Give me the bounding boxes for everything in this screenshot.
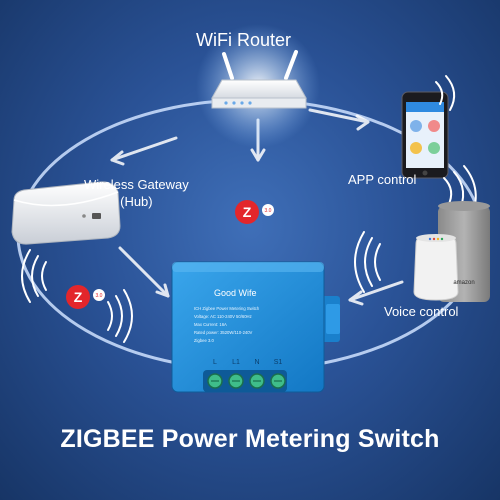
module-brand: Good Wife (214, 288, 257, 298)
terminal-label: L (213, 359, 217, 366)
zigbee-badge-icon: Z 3.0 (66, 285, 105, 309)
terminal-label: L1 (232, 359, 240, 366)
voice-control-label: Voice control (384, 304, 459, 319)
gateway-label-line1: Wireless Gateway (84, 177, 189, 192)
module-spec-line: Voltage: AC 110-240V 50/60Hz (194, 314, 252, 319)
direction-arrows (110, 108, 404, 306)
module-spec-line: Rated power: 3520W/110-240V (194, 330, 253, 335)
zigbee-badge-letter: Z (74, 289, 83, 305)
zigbee-badge-version: 3.0 (96, 293, 103, 299)
smartphone-icon (401, 91, 449, 179)
terminal-label: N (254, 359, 259, 366)
zigbee-badge-icon: Z 3.0 (235, 200, 274, 224)
wireless-gateway-icon (11, 181, 121, 245)
terminal-label: S1 (274, 359, 283, 366)
signal-waves-icon (21, 75, 477, 343)
gateway-label: Wireless Gateway (Hub) (84, 176, 189, 210)
module-spec-line: Max Current: 16A (194, 322, 227, 327)
page-title: ZIGBEE Power Metering Switch (60, 425, 440, 453)
gateway-label-line2: (Hub) (120, 194, 153, 209)
module-spec-line: Zigbee 3.0 (194, 338, 214, 343)
wifi-router-icon (196, 24, 320, 148)
module-terminals (203, 370, 287, 392)
module-spec-line: ICH Zigbee Power Metering Switch (194, 306, 260, 311)
zigbee-badge-version: 3.0 (265, 208, 272, 214)
router-label: WiFi Router (196, 30, 292, 50)
power-metering-module: Good Wife ICH Zigbee Power Metering Swit… (171, 261, 340, 393)
smart-speaker-icon (413, 201, 490, 302)
app-control-label: APP control (348, 172, 417, 187)
zigbee-badge-letter: Z (243, 204, 252, 220)
smart-speaker-brand: amazon (453, 280, 474, 286)
